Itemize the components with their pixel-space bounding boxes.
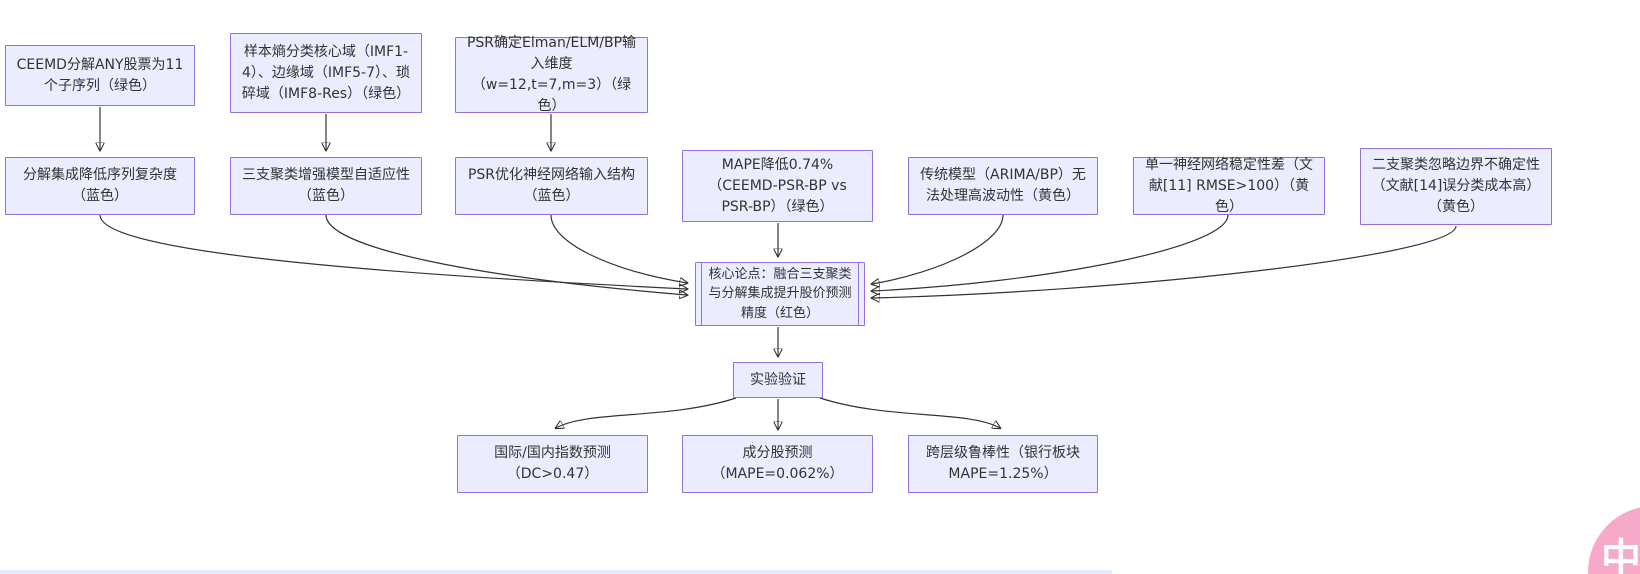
window-edge-strip <box>0 570 1112 574</box>
node-label: MAPE降低0.74%（CEEMD-PSR-BP vs PSR-BP）（绿色） <box>708 156 847 215</box>
node-constituent-stock-prediction: 成分股预测（MAPE=0.062%） <box>682 435 873 493</box>
node-experiment-validation: 实验验证 <box>733 362 823 398</box>
edge-experiment-to-index <box>556 397 737 428</box>
node-psr-input-dimension: PSR确定Elman/ELM/BP输入维度（w=12,t=7,m=3）（绿色） <box>455 35 648 114</box>
node-label: 单一神经网络稳定性差（文献[11] RMSE>100）（黄色） <box>1145 156 1313 215</box>
edge-adaptivity-to-core <box>325 214 687 295</box>
node-label: 样本熵分类核心域（IMF1-4）、边缘域（IMF5-7）、琐碎域（IMF8-Re… <box>241 43 411 102</box>
edge-singlenn-to-core <box>872 214 1229 291</box>
node-label: 国际/国内指数预测（DC>0.47） <box>494 445 611 482</box>
translate-icon: 中A <box>1601 536 1640 574</box>
node-label: 实验验证 <box>750 371 806 388</box>
node-cross-level-robustness: 跨层级鲁棒性（银行板块MAPE=1.25%） <box>908 435 1098 493</box>
node-ceemd-decomposition: CEEMD分解ANY股票为11个子序列（绿色） <box>5 45 195 106</box>
edge-experiment-to-robustness <box>819 397 1000 428</box>
node-two-way-clustering-limitation: 二支聚类忽略边界不确定性（文献[14]误分类成本高）（黄色） <box>1360 148 1552 225</box>
node-label: PSR优化神经网络输入结构（蓝色） <box>467 167 636 204</box>
node-label: 三支聚类增强模型自适应性（蓝色） <box>242 167 410 204</box>
edge-structure-to-core <box>550 214 687 283</box>
edge-traditional-to-core <box>872 214 1004 284</box>
node-sample-entropy-domains: 样本熵分类核心域（IMF1-4）、边缘域（IMF5-7）、琐碎域（IMF8-Re… <box>230 33 422 113</box>
node-mape-reduction: MAPE降低0.74%（CEEMD-PSR-BP vs PSR-BP）（绿色） <box>682 150 873 222</box>
node-label: PSR确定Elman/ELM/BP输入维度（w=12,t=7,m=3）（绿色） <box>466 35 637 114</box>
node-label: 成分股预测（MAPE=0.062%） <box>711 445 844 482</box>
edge-complexity-to-core <box>99 214 687 289</box>
node-single-nn-instability: 单一神经网络稳定性差（文献[11] RMSE>100）（黄色） <box>1133 157 1325 215</box>
translate-float-button[interactable]: 中A <box>1588 506 1640 574</box>
node-label: 核心论点：融合三支聚类与分解集成提升股价预测精度（红色） <box>708 266 852 321</box>
node-label: 二支聚类忽略边界不确定性（文献[14]误分类成本高）（黄色） <box>1371 157 1541 215</box>
node-psr-optimizes-input-structure: PSR优化神经网络输入结构（蓝色） <box>455 157 648 215</box>
node-three-way-clustering-adaptivity: 三支聚类增强模型自适应性（蓝色） <box>230 157 422 215</box>
node-core-thesis: 核心论点：融合三支聚类与分解集成提升股价预测精度（红色） <box>695 262 865 326</box>
node-label: CEEMD分解ANY股票为11个子序列（绿色） <box>16 56 184 94</box>
node-index-prediction: 国际/国内指数预测（DC>0.47） <box>457 435 648 493</box>
node-label: 跨层级鲁棒性（银行板块MAPE=1.25%） <box>926 445 1080 482</box>
node-traditional-model-limitation: 传统模型（ARIMA/BP）无法处理高波动性（黄色） <box>908 157 1098 215</box>
edge-twoway-to-core <box>872 225 1457 298</box>
node-decomposition-reduces-complexity: 分解集成降低序列复杂度（蓝色） <box>5 157 195 215</box>
node-label: 分解集成降低序列复杂度（蓝色） <box>23 167 177 204</box>
node-label: 传统模型（ARIMA/BP）无法处理高波动性（黄色） <box>920 167 1086 204</box>
